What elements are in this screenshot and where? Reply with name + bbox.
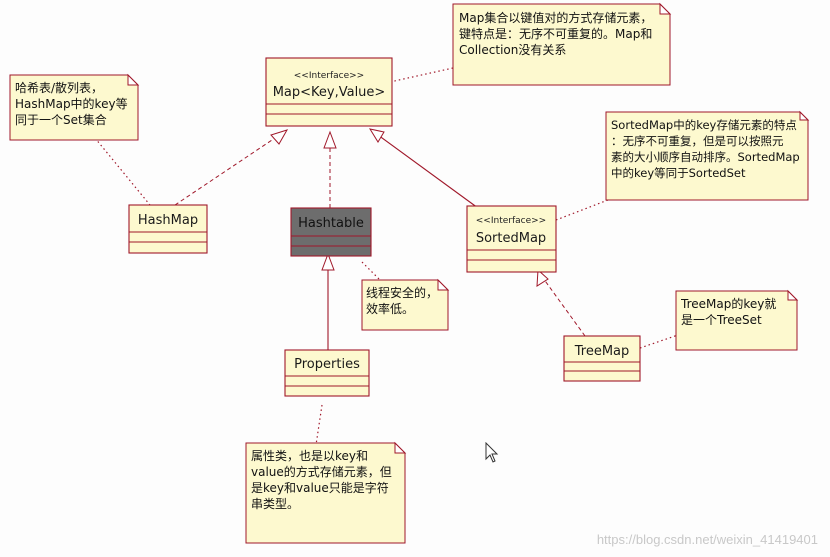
note-properties bbox=[245, 441, 407, 544]
sortedmap-stereotype: <<Interface>> bbox=[476, 216, 546, 226]
arrowhead-hashmap-map bbox=[270, 129, 289, 145]
hashmap-note-text: 哈希表/散列表， HashMap中的key等 同于一个Set集合 bbox=[15, 81, 128, 127]
hashtable-note-text: 线程安全的， 效率低。 bbox=[366, 286, 439, 316]
map-class-name: Map<Key,Value> bbox=[273, 85, 386, 100]
hashmap-class-name: HashMap bbox=[138, 213, 198, 228]
arrowhead-sortedmap-map bbox=[368, 128, 385, 143]
treemap-realizes-sortedmap-edge bbox=[542, 277, 586, 337]
properties-class-name: Properties bbox=[294, 357, 360, 372]
diagram-edges bbox=[94, 67, 679, 446]
arrowhead-treemap-sortedmap bbox=[536, 268, 549, 287]
treemap-note-anchor bbox=[639, 334, 679, 349]
note-sortedmap bbox=[605, 110, 810, 201]
map-stereotype: <<Interface>> bbox=[294, 71, 364, 81]
class-map[interactable]: <<Interface>> Map<Key,Value> bbox=[265, 57, 393, 127]
properties-note-anchor bbox=[315, 404, 323, 446]
class-properties[interactable]: Properties bbox=[284, 349, 370, 397]
arrowhead-hashtable-map bbox=[323, 130, 337, 149]
hashtable-note-anchor bbox=[361, 261, 383, 283]
hashmap-realizes-map-edge bbox=[174, 137, 276, 206]
sortedmap-class-name: SortedMap bbox=[476, 231, 546, 246]
class-hashmap[interactable]: HashMap bbox=[128, 204, 208, 254]
note-map bbox=[452, 2, 672, 86]
map-note-anchor bbox=[389, 67, 454, 83]
arrowhead-properties-hashtable bbox=[321, 252, 335, 271]
class-hashtable[interactable]: Hashtable bbox=[290, 207, 372, 257]
hashmap-note-anchor bbox=[94, 137, 151, 206]
hashtable-class-name: Hashtable bbox=[298, 216, 364, 231]
note-hashtable bbox=[361, 278, 450, 331]
properties-note-text: 属性类，也是以key和 value的方式存储元素，但 是key和value只能是… bbox=[251, 449, 392, 511]
class-treemap[interactable]: TreeMap bbox=[563, 335, 641, 382]
note-treemap bbox=[675, 289, 799, 351]
watermark: https://blog.csdn.net/weixin_41419401 bbox=[596, 532, 818, 547]
map-note-text: Map集合以键值对的方式存储元素， 键特点是：无序不可重复的。Map和 Coll… bbox=[459, 11, 653, 57]
sortedmap-note-text: SortedMap中的key存储元素的特点 ：无序不可重复，但是可以按照元 素的… bbox=[611, 118, 800, 180]
treemap-note-text: TreeMap的key就 是一个TreeSet bbox=[681, 297, 777, 327]
note-hashmap bbox=[9, 73, 140, 141]
class-sortedmap[interactable]: <<Interface>> SortedMap bbox=[466, 205, 557, 273]
sortedmap-extends-map-edge bbox=[377, 134, 479, 209]
mouse-cursor-icon bbox=[485, 442, 499, 463]
sortedmap-note-anchor bbox=[555, 199, 609, 221]
treemap-class-name: TreeMap bbox=[574, 344, 630, 359]
